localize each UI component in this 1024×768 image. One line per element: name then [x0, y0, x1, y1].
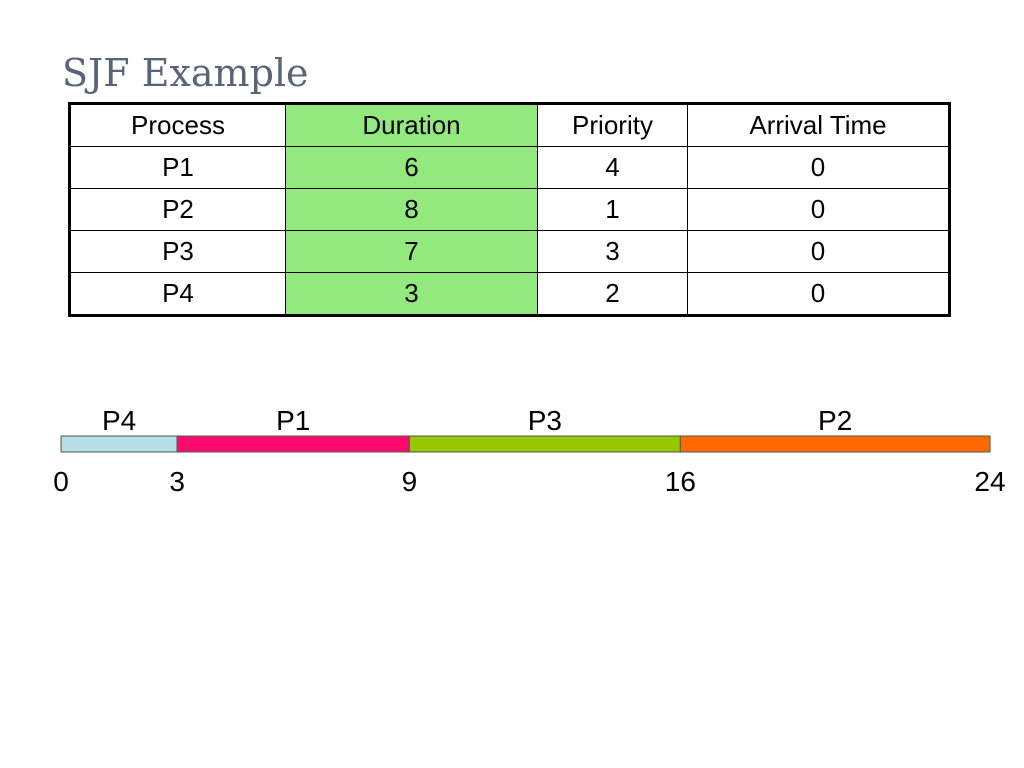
gantt-tick-label: 0 — [53, 466, 69, 497]
cell-duration: 8 — [285, 188, 538, 231]
cell-priority: 3 — [537, 230, 688, 273]
process-table: Process Duration Priority Arrival Time P… — [68, 102, 951, 317]
cell-duration: 3 — [285, 272, 538, 316]
gantt-segment-p3 — [408, 435, 681, 453]
table-row: P2 8 1 0 — [69, 188, 950, 231]
gantt-segment-label: P2 — [818, 405, 852, 436]
slide-title: SJF Example — [62, 51, 309, 95]
table-row: P4 3 2 0 — [69, 272, 950, 316]
gantt-segment-label: P1 — [276, 405, 310, 436]
gantt-segment-p4 — [60, 435, 178, 453]
cell-process: P4 — [69, 272, 286, 316]
gantt-segment-label: P4 — [102, 405, 136, 436]
table-row: P3 7 3 0 — [69, 230, 950, 273]
gantt-tick-label: 9 — [402, 466, 418, 497]
cell-process: P3 — [69, 230, 286, 273]
cell-arrival-time: 0 — [687, 272, 950, 316]
cell-arrival-time: 0 — [687, 188, 950, 231]
cell-process: P1 — [69, 146, 286, 189]
header-duration: Duration — [285, 103, 538, 147]
cell-priority: 1 — [537, 188, 688, 231]
cell-arrival-time: 0 — [687, 230, 950, 273]
gantt-tick-label: 3 — [169, 466, 185, 497]
gantt-segment-label: P3 — [528, 405, 562, 436]
gantt-tick-label: 16 — [665, 466, 696, 497]
table-row: P1 6 4 0 — [69, 146, 950, 189]
cell-duration: 6 — [285, 146, 538, 189]
gantt-tick-label: 24 — [974, 466, 1005, 497]
gantt-segment-p1 — [176, 435, 410, 453]
cell-process: P2 — [69, 188, 286, 231]
gantt-segment-p2 — [679, 435, 991, 453]
